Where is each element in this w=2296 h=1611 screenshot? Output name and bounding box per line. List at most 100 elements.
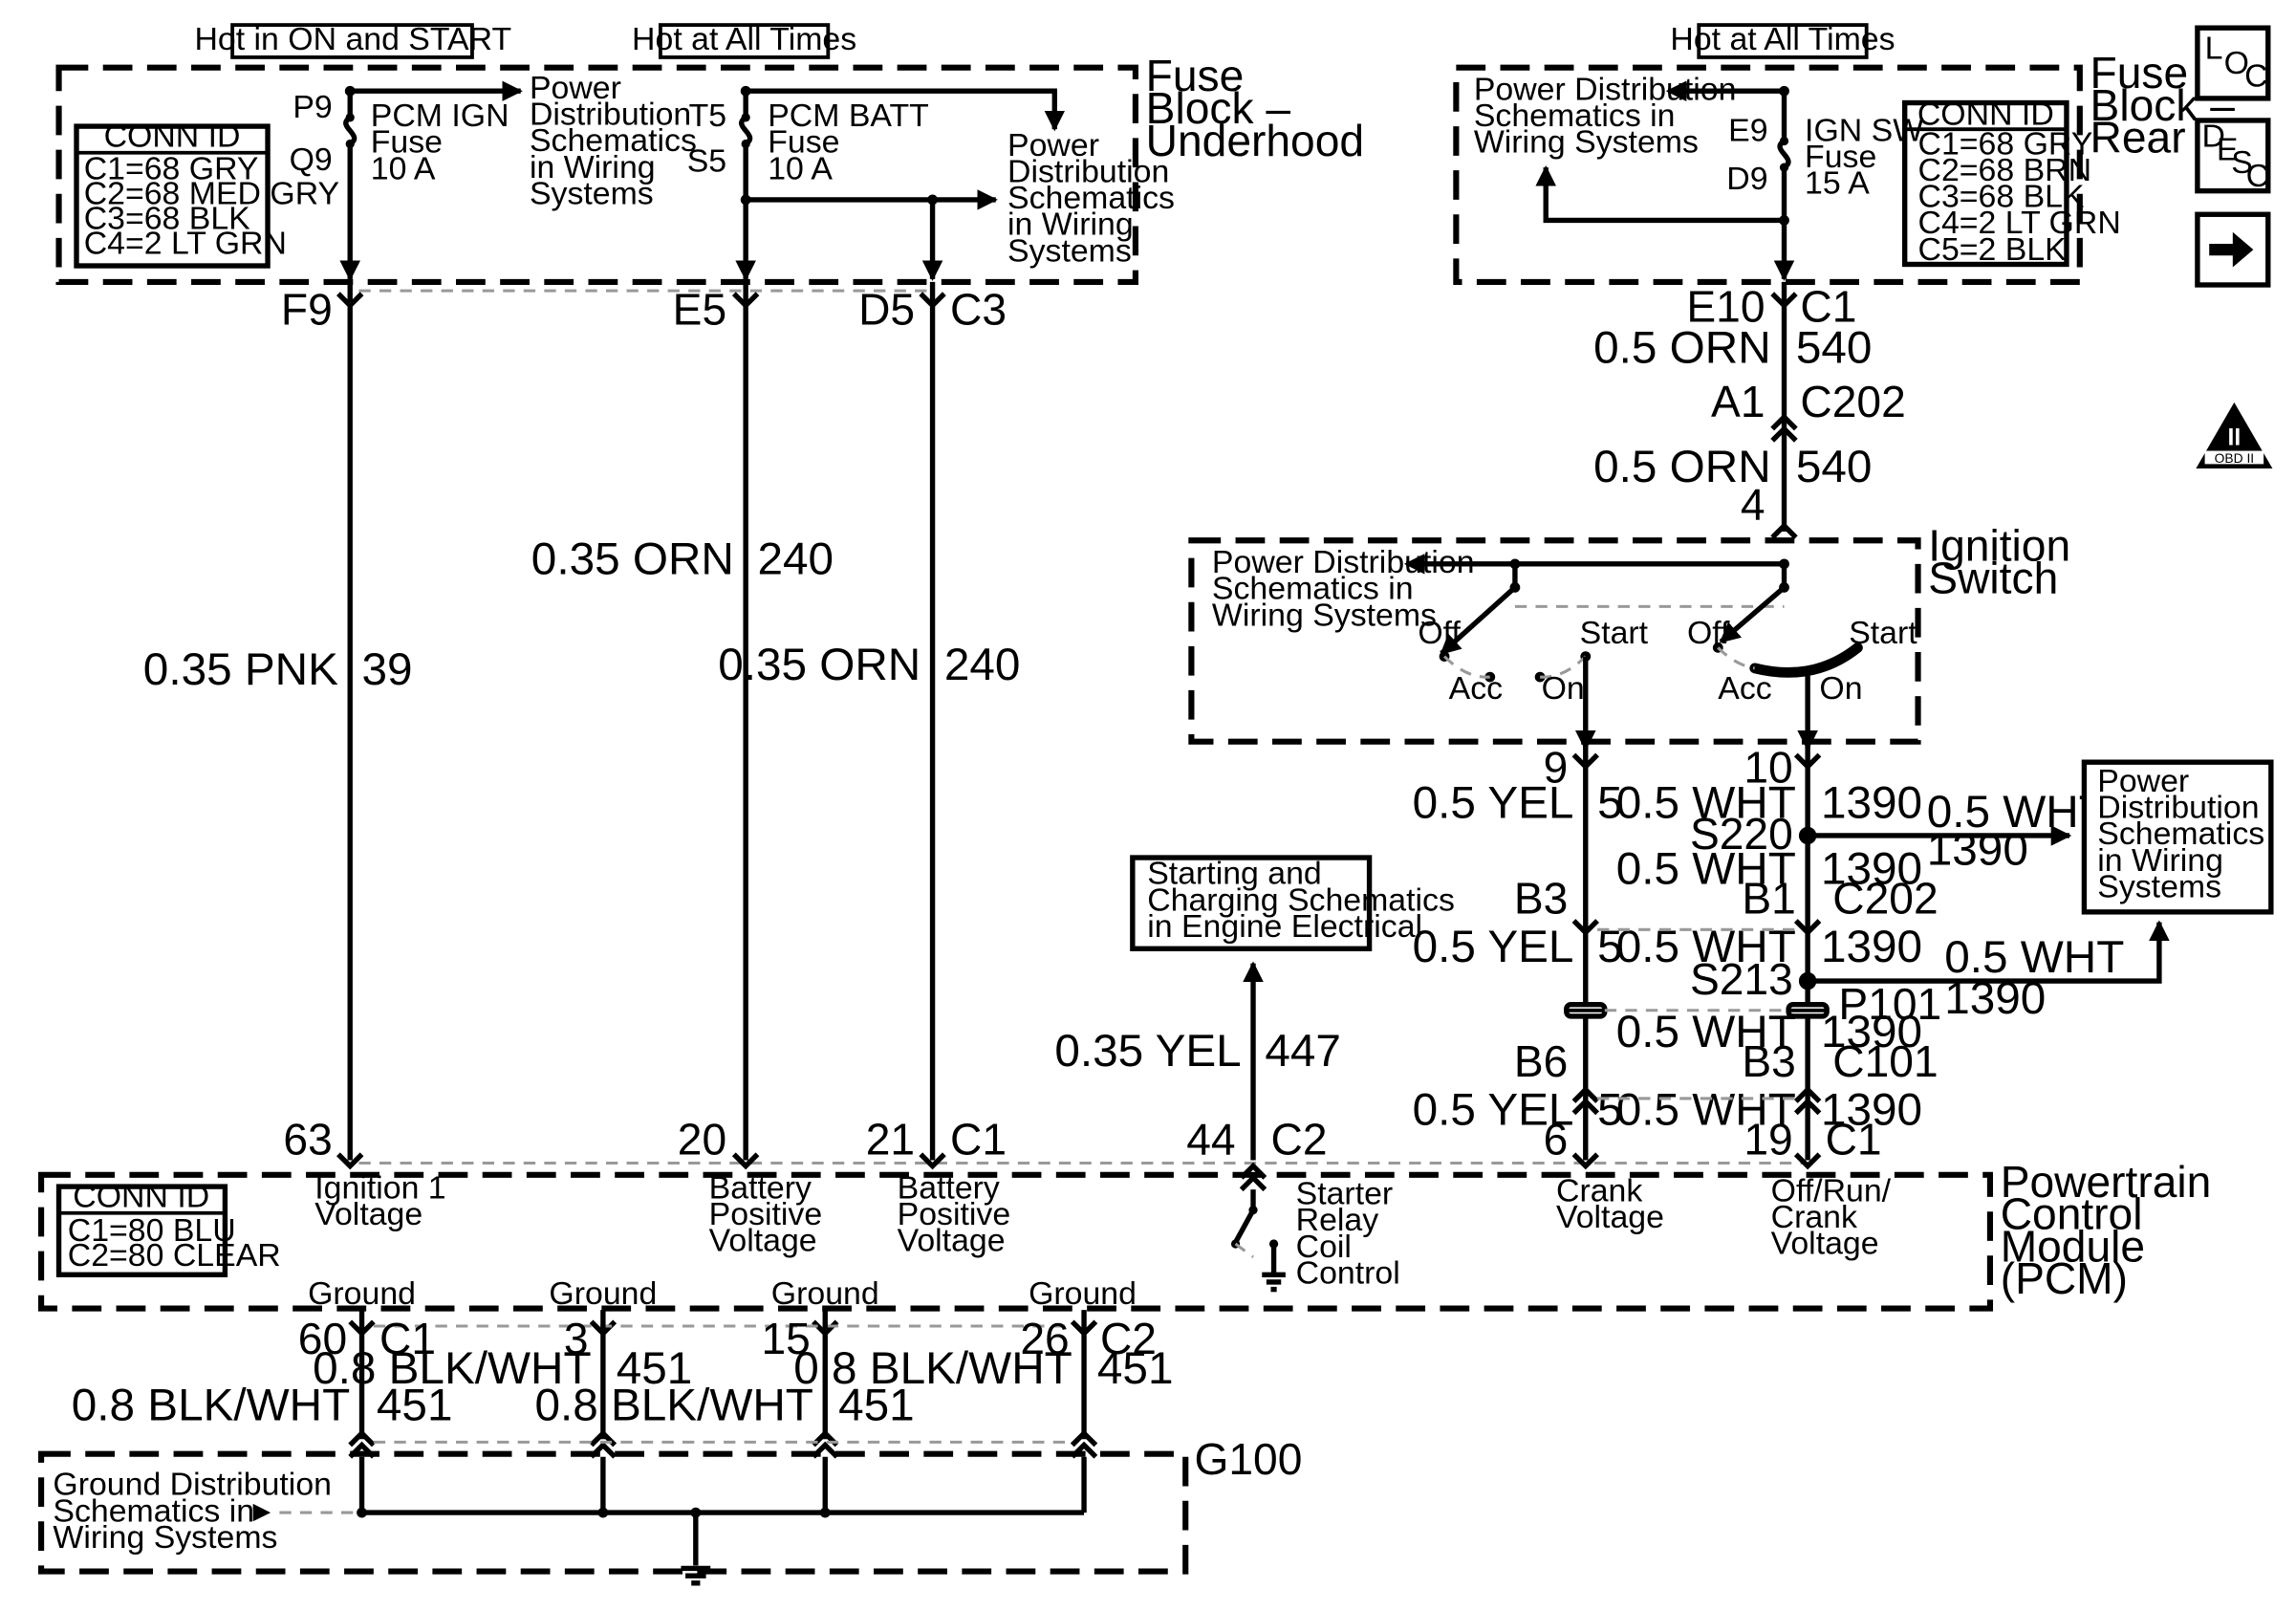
wire-circuit: 540 (1796, 442, 1873, 492)
ground-distribution-ref: Ground Distribution (53, 1467, 332, 1503)
pcm-input-label: Coil (1296, 1229, 1352, 1265)
pcm-input-label: Crank (1771, 1199, 1857, 1235)
conn-id-heading: CONN ID (73, 1179, 209, 1215)
pcm-ign-fuse: P9 Q9 PCM IGN Fuse 10 A Power Distributi… (290, 70, 697, 281)
pcm-input-label: Positive (709, 1196, 823, 1232)
fuse-label: 10 A (371, 150, 436, 186)
switch-position-off: Off (1418, 615, 1461, 651)
power-distribution-ref: Schematics (1007, 180, 1175, 216)
obd-roman: II (2228, 425, 2242, 450)
conn-id-line: C5=2 BLK (1918, 231, 2068, 268)
wire-circuit: 39 (362, 644, 413, 695)
fuse-pin-label: S5 (687, 143, 726, 180)
power-distribution-ref: Power (530, 70, 621, 106)
wire-gnd-451-b: 0.8 BLK/WHT 451 (313, 1310, 692, 1440)
power-distribution-ref: Wiring Systems (1212, 597, 1437, 633)
wire-circuit: 447 (1265, 1026, 1341, 1077)
wire-circuit: 240 (757, 534, 834, 585)
fuse-block-underhood-title: Underhood (1146, 116, 1364, 165)
wire-size-color: 0.5 WHT (1616, 1007, 1796, 1057)
fuse-pin-label: E9 (1728, 112, 1767, 148)
desc-icon[interactable]: D E S C (2195, 118, 2271, 194)
conn-id-box-pcm: CONN ID C1=80 BLU C2=80 CLEAR (55, 1179, 281, 1277)
loc-icon[interactable]: L O C (2195, 25, 2271, 101)
pin-15: 15 (762, 1314, 811, 1363)
header-hot-all-times-2: Hot at All Times (1670, 21, 1895, 59)
splice-s220: S220 0.5 WHT 1390 (1690, 787, 2107, 876)
fuse-block-rear-title: Rear (2090, 113, 2186, 163)
ground-distribution-ref: Schematics in (53, 1492, 254, 1529)
header-text: Hot at All Times (632, 21, 856, 57)
pin-60: 60 (298, 1314, 347, 1363)
wire-pnk-39: 0.35 PNK 39 (143, 281, 413, 1161)
pcm-input-label: Starter (1296, 1176, 1394, 1212)
power-distribution-ref: Schematics (2097, 816, 2264, 852)
wire-size-color: 0.5 ORN (1593, 442, 1771, 492)
pcm-input-label: Relay (1296, 1202, 1379, 1238)
fuse-label: IGN SW (1805, 112, 1923, 148)
pcm-title: Control (2001, 1189, 2143, 1239)
conn-c202: C202 (1832, 873, 1938, 923)
wire-size-color: 0.5 WHT (1616, 844, 1796, 895)
conn-c3: C3 (950, 284, 1007, 334)
wire-size-color: 0.5 ORN (1593, 322, 1771, 373)
ignition-switch-title: Switch (1928, 554, 2058, 603)
wire-circuit: 1390 (1821, 1085, 1922, 1136)
conn-id-box-rear: CONN ID C1=68 GRY C2=68 BRN C3=68 BLK C4… (1901, 97, 2121, 268)
power-distribution-ref: Schematics in (1474, 98, 1676, 134)
wire-circuit: 1390 (1821, 844, 1922, 895)
pcm-ground-label: Ground (1029, 1275, 1137, 1312)
starting-ref-text: in Engine Electrical (1147, 908, 1422, 945)
conn-id-line: C1=68 GRY (1918, 125, 2093, 162)
fuse-block-underhood: Fuse Block – Underhood CONN ID C1=68 GRY… (55, 51, 1364, 285)
power-ref-right-box: Power Distribution Schematics in Wiring … (2081, 759, 2274, 915)
desc-letter: S (2231, 144, 2253, 181)
wire-size-color: 0.35 YEL (1054, 1026, 1241, 1077)
pcm-title: Powertrain (2001, 1157, 2212, 1207)
wire-orn-240-b: 0.35 ORN 240 (718, 281, 1021, 1161)
pin-f9: F9 (281, 284, 333, 334)
wire-size-color: 0.8 BLK/WHT (534, 1380, 812, 1430)
ground-symbol (681, 1565, 711, 1586)
pcm-ground-label: Ground (549, 1275, 657, 1312)
fuse-pin-label: Q9 (290, 142, 333, 178)
desc-letter: C (2246, 158, 2269, 194)
fuse-label: 10 A (768, 150, 833, 186)
wire-size-color: 0.5 YEL (1413, 1085, 1574, 1136)
wire-gnd-451-a: 0.8 BLK/WHT 451 (72, 1310, 452, 1440)
pin-26: 26 (1020, 1314, 1069, 1363)
ground-title: G100 (1194, 1434, 1302, 1484)
wire-size-color: 0.8 BLK/WHT (72, 1380, 350, 1430)
splice-label: S213 (1690, 954, 1793, 1004)
power-distribution-ref: Wiring Systems (1474, 124, 1699, 161)
wire-circuit: 5 (1597, 1085, 1623, 1136)
ignition-switch: Ignition Switch Power Distribution Schem… (1188, 521, 2070, 751)
pin-19: 19 (1744, 1114, 1792, 1164)
pin-e10: E10 (1686, 281, 1765, 331)
switch-position-acc: Acc (1718, 670, 1772, 707)
pcm-input-label: Voltage (1771, 1226, 1879, 1262)
pin-20: 20 (678, 1114, 726, 1164)
power-distribution-ref: Systems (1007, 232, 1132, 269)
wire-size-color: 0.5 WHT (1616, 1085, 1796, 1136)
obd-label: OBD II (2215, 450, 2255, 466)
starting-ref-text: Charging Schematics (1147, 882, 1455, 918)
pcm-input-label: Off/Run/ (1771, 1172, 1892, 1208)
wire-circuit: 240 (944, 640, 1021, 690)
conn-id-line: C1=80 BLU (68, 1212, 236, 1249)
fuse-label: PCM IGN (371, 98, 509, 134)
conn-id-heading: CONN ID (104, 119, 241, 155)
pcm-ground-label: Ground (771, 1275, 879, 1312)
conn-c1: C1 (1800, 281, 1856, 331)
pcm-module: Powertrain Control Module (PCM) CONN ID … (38, 1157, 2212, 1312)
conn-c1: C1 (379, 1314, 436, 1363)
fuse-pin-label: T5 (689, 98, 727, 134)
pin-9: 9 (1544, 743, 1569, 793)
conn-id-line: C2=68 BRN (1918, 152, 2092, 188)
conn-id-line: C3=68 BLK (84, 201, 250, 237)
splice-label: S220 (1690, 809, 1793, 859)
pcm-input-label: Positive (898, 1196, 1011, 1232)
next-page-arrow-icon[interactable] (2195, 211, 2271, 288)
conn-p101: P101 (1838, 979, 1941, 1029)
pin-a1: A1 (1711, 377, 1765, 426)
